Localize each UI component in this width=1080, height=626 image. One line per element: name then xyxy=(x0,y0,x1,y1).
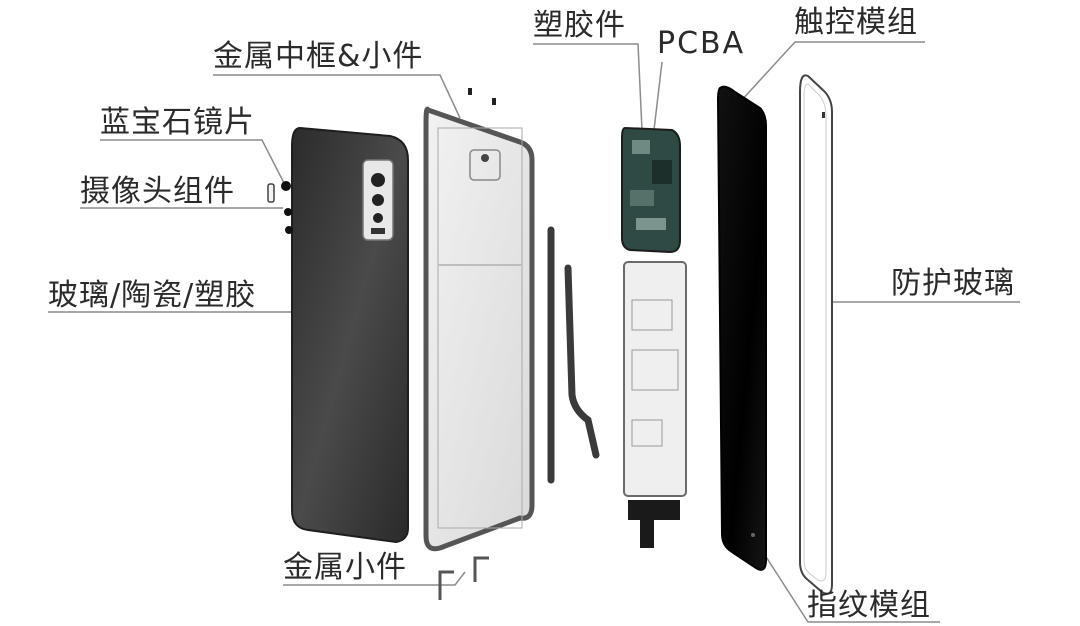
camera-parts xyxy=(267,181,293,234)
label-pcba: PCBA xyxy=(657,26,746,61)
pcba-board xyxy=(621,126,681,254)
leader-touch xyxy=(739,41,925,103)
flex-cables xyxy=(547,226,600,484)
small-metal-part-shapes xyxy=(438,556,489,600)
protective-glass-panel xyxy=(799,74,833,595)
label-back-cover: 玻璃/陶瓷/塑胶 xyxy=(48,278,257,313)
label-metal-frame: 金属中框&小件 xyxy=(213,39,424,74)
label-protective-glass: 防护玻璃 xyxy=(891,266,1015,301)
battery xyxy=(623,261,687,548)
label-fingerprint-module: 指纹模组 xyxy=(807,588,931,623)
label-touch-module: 触控模组 xyxy=(794,5,918,40)
leader-fingerprint xyxy=(751,534,940,623)
back-cover xyxy=(291,126,409,544)
metal-middle-frame xyxy=(423,88,535,552)
label-plastic-parts: 塑胶件 xyxy=(533,8,626,43)
label-small-metal-parts: 金属小件 xyxy=(283,550,407,585)
leader-sapphire xyxy=(100,139,286,186)
label-camera-assembly: 摄像头组件 xyxy=(80,174,235,209)
leader-plastic xyxy=(533,43,643,131)
leader-pcba xyxy=(653,61,663,131)
label-sapphire-lens: 蓝宝石镜片 xyxy=(100,105,255,140)
leader-lines xyxy=(48,41,1020,623)
touch-module-panel xyxy=(716,85,767,571)
leader-metal-frame xyxy=(213,74,461,119)
leader-small-metal xyxy=(283,571,466,586)
